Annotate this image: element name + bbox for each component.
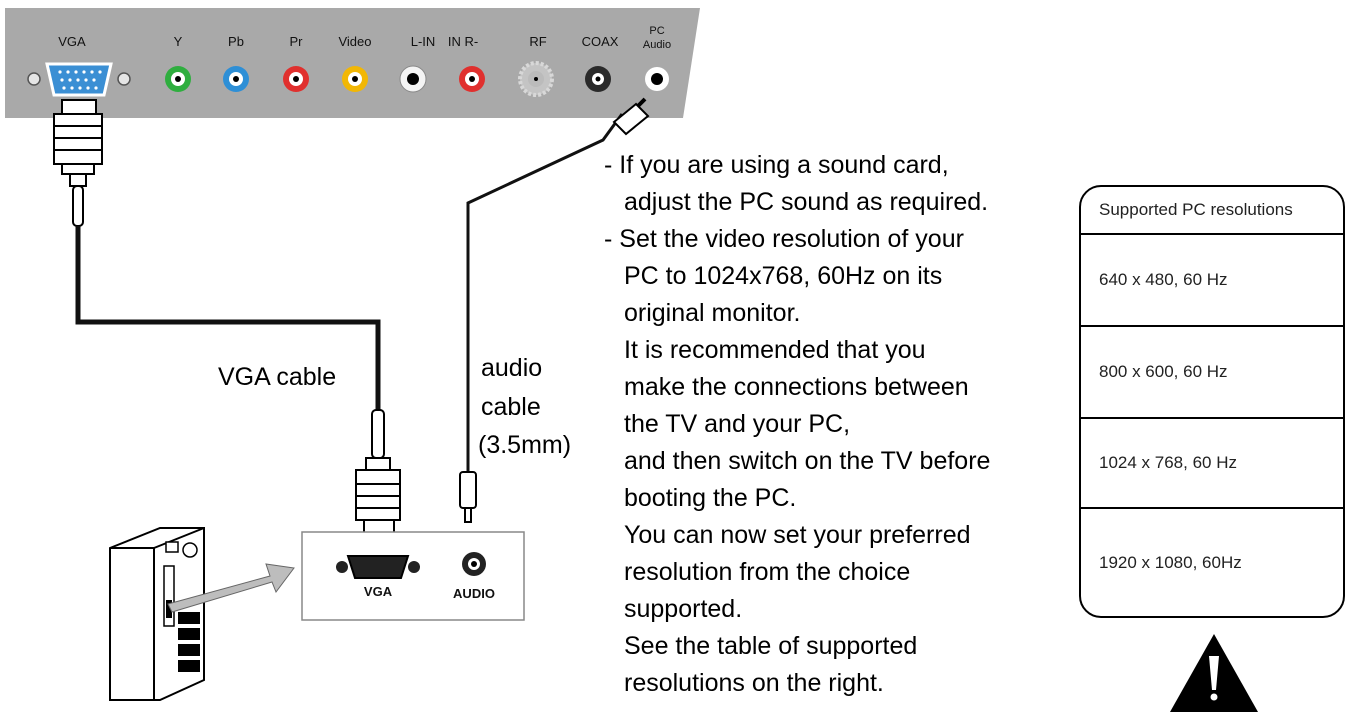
resolution-table-header: Supported PC resolutions [1081,187,1343,235]
pc-audio-port-icon [462,552,486,576]
vga-port-pins [58,70,102,90]
jack-pr [283,66,309,92]
port-label-r-in: IN R- [448,34,478,49]
pc-vga-label: VGA [364,584,393,599]
jack-coax [585,66,611,92]
audio-plug-bottom [459,471,477,523]
port-label-pc: PC [649,25,664,37]
port-label-pb: Pb [228,34,244,49]
audio-cable-label-line3: (3.5mm) [478,431,572,459]
audio-cable-label-line1: audio [481,354,543,382]
resolution-row: 800 x 600, 60 Hz [1081,327,1343,419]
vga-screw-left [27,72,41,86]
resolution-row: 1024 x 768, 60 Hz [1081,419,1343,509]
instructions-text: - If you are using a sound card, adjust … [604,147,1084,702]
audio-cable [466,113,624,472]
vga-screw-right [117,72,131,86]
jack-r-in [459,66,485,92]
instruction-line: resolutions on the right. [624,669,884,697]
instruction-line: - Set the video resolution of your [604,225,964,253]
instruction-line: resolution from the choice [624,558,911,586]
instruction-line: the TV and your PC, [624,410,851,438]
pc-audio-label: AUDIO [453,586,495,601]
jack-pc-audio [645,67,669,91]
port-label-coax: COAX [582,34,619,49]
port-label-pr: Pr [290,34,304,49]
pc-back-panel [301,531,525,621]
vga-plug-bottom [355,409,401,535]
port-label-l-in: L-IN [411,34,436,49]
port-label-vga: VGA [58,34,86,49]
vga-plug-top [53,99,103,227]
instruction-line: make the connections between [624,373,969,401]
arrow-icon [167,563,295,613]
warning-triangle-icon [1170,634,1258,712]
jack-y [165,66,191,92]
instruction-line: See the table of supported [624,632,918,660]
vga-cable-label: VGA cable [218,363,337,391]
instruction-line: and then switch on the TV before [624,447,991,475]
instruction-line: PC to 1024x768, 60Hz on its [624,262,943,290]
pc-tower-icon [109,527,205,701]
port-label-rf: RF [529,34,546,49]
instruction-line: adjust the PC sound as required. [624,188,989,216]
jack-rf [518,61,554,97]
instruction-line: You can now set your preferred [624,521,971,549]
audio-cable-label-line2: cable [481,393,541,421]
instruction-line: - If you are using a sound card, [604,151,949,179]
resolution-row: 640 x 480, 60 Hz [1081,235,1343,327]
jack-video [342,66,368,92]
instruction-line: booting the PC. [624,484,797,512]
port-label-audio: Audio [643,39,671,51]
port-label-y: Y [174,34,183,49]
jack-pb [223,66,249,92]
resolution-row: 1920 x 1080, 60Hz [1099,553,1242,572]
audio-plug-top [612,97,650,136]
resolution-table: Supported PC resolutions 640 x 480, 60 H… [1079,185,1345,618]
jack-l-in [399,65,427,93]
instruction-line: It is recommended that you [624,336,926,364]
instruction-line: supported. [624,595,743,623]
vga-cable [75,226,381,410]
port-label-video: Video [338,34,371,49]
pc-vga-port-icon [336,555,420,579]
instruction-line: original monitor. [624,299,801,327]
